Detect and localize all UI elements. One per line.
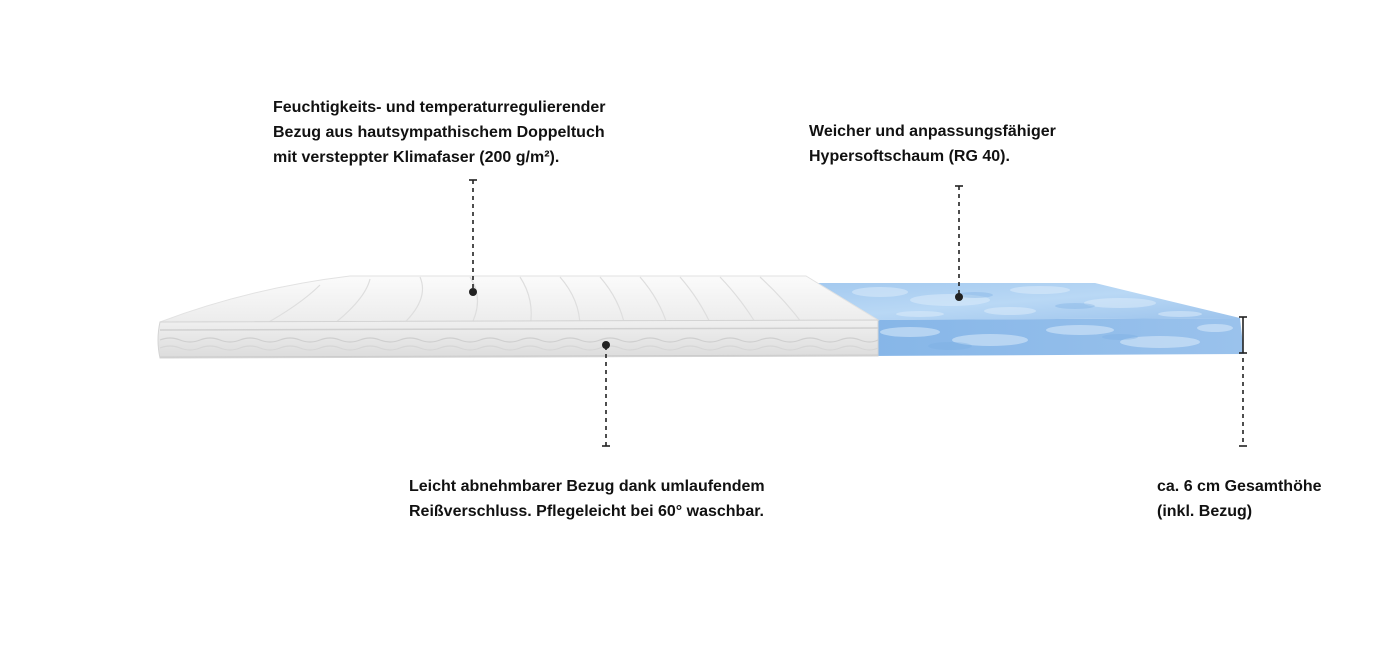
height-callout-line-1: ca. 6 cm Gesamthöhe bbox=[1157, 478, 1322, 495]
cover-callout-line-1: Feuchtigkeits- und temperaturregulierend… bbox=[273, 99, 606, 116]
foam-callout-line-2: Hypersoftschaum (RG 40). bbox=[809, 148, 1010, 165]
leader-cover bbox=[469, 179, 477, 291]
foam-front-face bbox=[868, 318, 1244, 356]
zipper-callout-line-1: Leicht abnehmbarer Bezug dank umlaufende… bbox=[409, 478, 765, 495]
height-callout: ca. 6 cm Gesamthöhe (inkl. Bezug) bbox=[1157, 474, 1322, 524]
leader-cover-dot bbox=[469, 288, 477, 296]
foam-top-face bbox=[800, 283, 1240, 320]
zipper-callout-line-2: Reißverschluss. Pflegeleicht bei 60° was… bbox=[409, 503, 764, 520]
foam-callout-line-1: Weicher und anpassungsfähiger bbox=[809, 123, 1056, 140]
foam-callout: Weicher und anpassungsfähiger Hypersofts… bbox=[809, 119, 1056, 169]
cover bbox=[157, 275, 880, 359]
cover-side-band bbox=[157, 319, 879, 359]
leader-foam-dot bbox=[955, 293, 963, 301]
leader-foam bbox=[955, 185, 963, 296]
foam-core bbox=[800, 283, 1244, 356]
height-callout-line-2: (inkl. Bezug) bbox=[1157, 503, 1253, 520]
foam-texture bbox=[852, 286, 1233, 348]
cover-zipper-band bbox=[159, 337, 879, 343]
zipper-callout: Leicht abnehmbarer Bezug dank umlaufende… bbox=[409, 474, 765, 524]
leader-zipper bbox=[602, 346, 610, 447]
cover-callout: Feuchtigkeits- und temperaturregulierend… bbox=[273, 95, 606, 170]
cover-top-face bbox=[159, 275, 880, 323]
height-dimension bbox=[1239, 316, 1247, 447]
leader-zipper-dot bbox=[602, 341, 610, 349]
cover-callout-line-2: Bezug aus hautsympathischem Doppeltuch bbox=[273, 124, 605, 141]
cover-callout-line-3: mit versteppter Klimafaser (200 g/m²). bbox=[273, 149, 560, 166]
